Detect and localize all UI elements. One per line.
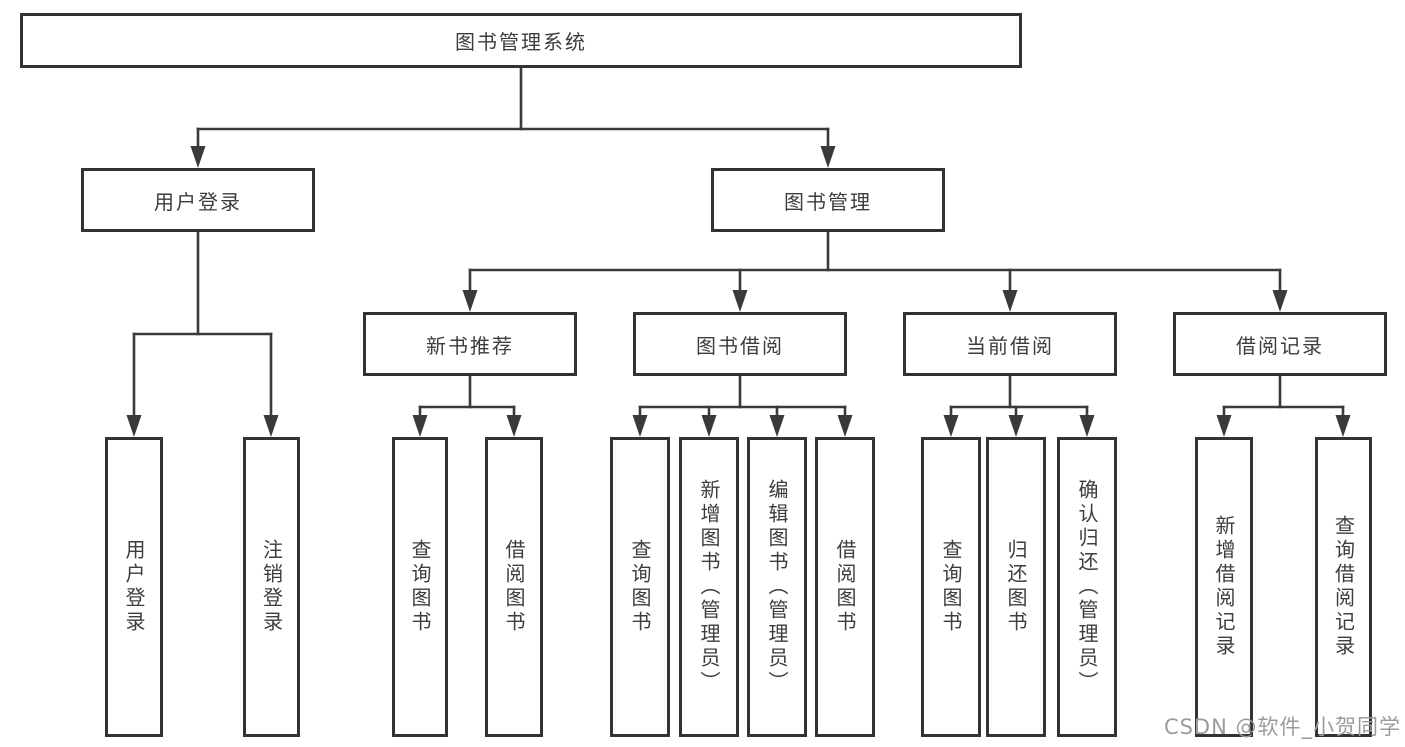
arrowhead-icon-user-login-0 bbox=[126, 415, 142, 437]
arrowhead-icon-root-1 bbox=[820, 146, 836, 168]
arrowhead-icon-book-management-3 bbox=[1272, 290, 1288, 312]
arrowhead-icon-book-borrowing-1 bbox=[701, 415, 717, 437]
node-query-books-current: 查询图书 bbox=[921, 437, 981, 737]
node-borrowing-records: 借阅记录 bbox=[1173, 312, 1387, 376]
connector-group-root bbox=[190, 66, 836, 168]
node-label-user-login: 用户登录 bbox=[154, 189, 242, 214]
node-label-borrow-books-recommend: 借阅图书 bbox=[502, 539, 526, 635]
node-book-management: 图书管理 bbox=[711, 168, 945, 232]
node-label-user-login-action: 用户登录 bbox=[122, 539, 146, 635]
node-label-query-books-recommend: 查询图书 bbox=[408, 539, 432, 635]
node-root: 图书管理系统 bbox=[20, 13, 1022, 68]
node-label-borrowing-records: 借阅记录 bbox=[1236, 333, 1324, 358]
node-label-return-books: 归还图书 bbox=[1004, 539, 1028, 635]
arrowhead-icon-current-borrowing-0 bbox=[943, 415, 959, 437]
node-user-login: 用户登录 bbox=[81, 168, 315, 232]
connector-group-current-borrowing bbox=[943, 374, 1095, 437]
node-return-books: 归还图书 bbox=[986, 437, 1046, 737]
arrowhead-icon-book-management-0 bbox=[462, 290, 478, 312]
arrowhead-icon-borrowing-records-0 bbox=[1216, 415, 1232, 437]
node-label-logout-action: 注销登录 bbox=[259, 539, 284, 635]
node-label-query-books-borrowing: 查询图书 bbox=[628, 539, 652, 635]
node-label-book-management: 图书管理 bbox=[784, 189, 872, 214]
node-query-books-recommend: 查询图书 bbox=[392, 437, 448, 737]
node-query-borrowing-record: 查询借阅记录 bbox=[1315, 437, 1372, 737]
connector-group-user-login bbox=[126, 230, 279, 437]
node-borrow-books: 借阅图书 bbox=[815, 437, 875, 737]
arrowhead-icon-current-borrowing-2 bbox=[1079, 415, 1095, 437]
connector-group-new-book-recommend bbox=[412, 374, 522, 437]
node-label-borrow-books: 借阅图书 bbox=[833, 539, 857, 635]
node-query-books-borrowing: 查询图书 bbox=[610, 437, 670, 737]
node-label-root: 图书管理系统 bbox=[455, 30, 587, 54]
node-label-book-borrowing: 图书借阅 bbox=[696, 333, 784, 358]
node-label-query-books-current: 查询图书 bbox=[939, 539, 963, 635]
node-edit-books-admin: 编辑图书（管理员） bbox=[747, 437, 807, 737]
connector-group-book-borrowing bbox=[632, 374, 853, 437]
arrowhead-icon-book-borrowing-2 bbox=[769, 415, 785, 437]
node-current-borrowing: 当前借阅 bbox=[903, 312, 1117, 376]
node-borrow-books-recommend: 借阅图书 bbox=[485, 437, 543, 737]
node-label-confirm-return-admin: 确认归还（管理员） bbox=[1075, 479, 1099, 695]
node-confirm-return-admin: 确认归还（管理员） bbox=[1057, 437, 1117, 737]
arrowhead-icon-current-borrowing-1 bbox=[1008, 415, 1024, 437]
arrowhead-icon-book-management-1 bbox=[732, 290, 748, 312]
node-label-query-borrowing-record: 查询借阅记录 bbox=[1331, 515, 1356, 659]
arrowhead-icon-book-borrowing-0 bbox=[632, 415, 648, 437]
node-label-current-borrowing: 当前借阅 bbox=[966, 333, 1054, 358]
node-new-book-recommend: 新书推荐 bbox=[363, 312, 577, 376]
node-label-add-borrowing-record: 新增借阅记录 bbox=[1212, 515, 1236, 659]
node-label-new-book-recommend: 新书推荐 bbox=[426, 333, 514, 358]
node-add-books-admin: 新增图书（管理员） bbox=[679, 437, 739, 737]
connector-group-borrowing-records bbox=[1216, 374, 1351, 437]
connector-group-book-management bbox=[462, 230, 1288, 312]
arrowhead-icon-user-login-1 bbox=[263, 415, 279, 437]
arrowhead-icon-root-0 bbox=[190, 146, 206, 168]
node-label-add-books-admin: 新增图书（管理员） bbox=[697, 479, 721, 695]
arrowhead-icon-borrowing-records-1 bbox=[1335, 415, 1351, 437]
node-label-edit-books-admin: 编辑图书（管理员） bbox=[765, 479, 789, 695]
watermark-text: CSDN @软件_小贺同学 bbox=[1163, 715, 1401, 739]
node-user-login-action: 用户登录 bbox=[105, 437, 163, 737]
arrowhead-icon-new-book-recommend-1 bbox=[506, 415, 522, 437]
node-book-borrowing: 图书借阅 bbox=[633, 312, 847, 376]
arrowhead-icon-book-borrowing-3 bbox=[837, 415, 853, 437]
node-logout-action: 注销登录 bbox=[243, 437, 300, 737]
arrowhead-icon-new-book-recommend-0 bbox=[412, 415, 428, 437]
node-add-borrowing-record: 新增借阅记录 bbox=[1195, 437, 1253, 737]
arrowhead-icon-book-management-2 bbox=[1002, 290, 1018, 312]
